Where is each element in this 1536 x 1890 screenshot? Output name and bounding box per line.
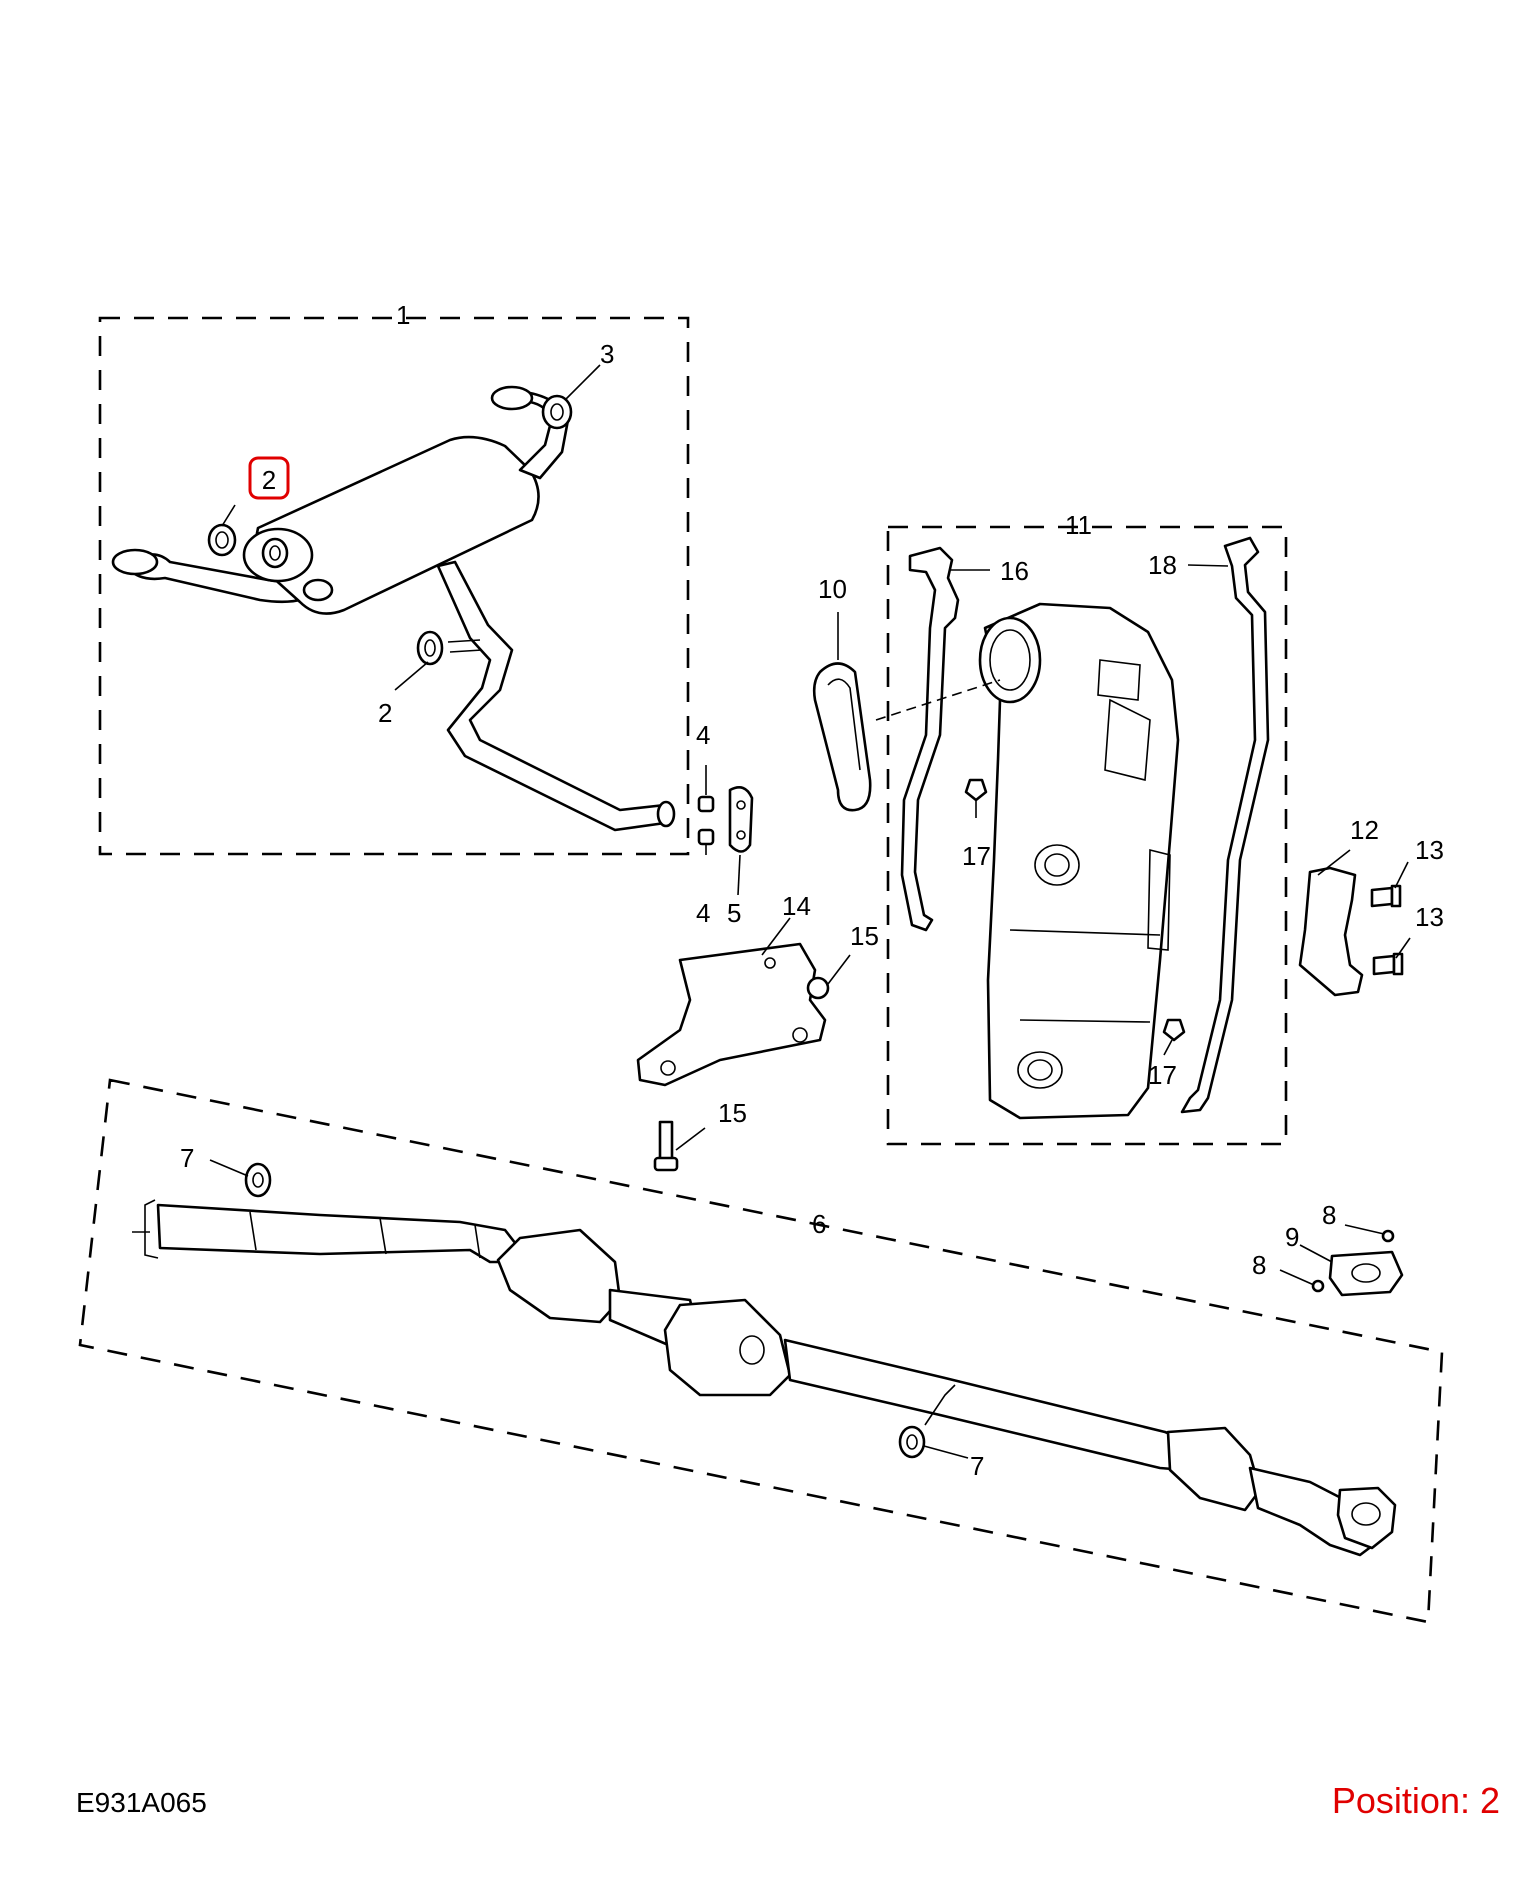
rear-muffler-assembly[interactable]: [111, 385, 676, 832]
shield-bolt-lower[interactable]: [653, 1120, 679, 1172]
callout-8-lower[interactable]: 8: [1252, 1250, 1266, 1280]
leader-lines: [209, 364, 1411, 1459]
flange-gasket[interactable]: [728, 786, 754, 853]
callout-18[interactable]: 18: [1148, 550, 1177, 580]
callout-3[interactable]: 3: [600, 339, 614, 369]
front-pipe-catalytic-converter[interactable]: [132, 1199, 1397, 1557]
shield-bolt-upper[interactable]: [806, 976, 830, 1000]
callout-14[interactable]: 14: [782, 891, 811, 921]
bracket-bolt-upper[interactable]: [1370, 884, 1402, 908]
pressure-sensor-pipe-left[interactable]: [900, 546, 960, 932]
diesel-particulate-filter[interactable]: [978, 602, 1180, 1120]
callout-15-upper[interactable]: 15: [850, 921, 879, 951]
callout-16[interactable]: 16: [1000, 556, 1029, 586]
filter-gasket[interactable]: [812, 662, 872, 812]
heat-shield-bracket[interactable]: [636, 942, 827, 1087]
callout-4-upper[interactable]: 4: [696, 720, 710, 750]
callout-12[interactable]: 12: [1350, 815, 1379, 845]
callout-5[interactable]: 5: [727, 898, 741, 928]
position-readout: Position: 2: [1331, 1780, 1500, 1821]
group-frame-rear-muffler: [98, 316, 690, 856]
nut-upper[interactable]: [697, 795, 715, 813]
callout-1[interactable]: 1: [396, 300, 410, 330]
rubber-insulator-lower[interactable]: [416, 630, 444, 666]
callout-2[interactable]: 2: [378, 698, 392, 728]
callout-8-upper[interactable]: 8: [1322, 1200, 1336, 1230]
callout-17-lower[interactable]: 17: [1148, 1060, 1177, 1090]
drawing-id: E931A065: [76, 1787, 207, 1818]
flange-nut-upper[interactable]: [1381, 1229, 1395, 1243]
sensor-pipe-nut-upper[interactable]: [964, 778, 988, 802]
callout-9[interactable]: 9: [1285, 1222, 1299, 1252]
pressure-sensor-pipe-right[interactable]: [1180, 536, 1270, 1114]
callout-10[interactable]: 10: [818, 574, 847, 604]
callout-4-lower[interactable]: 4: [696, 898, 710, 928]
mounting-bracket[interactable]: [1298, 866, 1364, 997]
callout-7-right[interactable]: 7: [970, 1451, 984, 1481]
flange-gasket-front[interactable]: [1328, 1250, 1404, 1297]
group-frame-front-pipe: [78, 1078, 1444, 1624]
callout-13-upper[interactable]: 13: [1415, 835, 1444, 865]
bracket-bolt-lower[interactable]: [1372, 952, 1404, 976]
rubber-insulator-right[interactable]: [541, 394, 573, 430]
front-pipe-insulator-left[interactable]: [244, 1162, 272, 1198]
callout-15-lower[interactable]: 15: [718, 1098, 747, 1128]
flange-nut-lower[interactable]: [1311, 1279, 1325, 1293]
callout-13-lower[interactable]: 13: [1415, 902, 1444, 932]
sensor-pipe-nut-lower[interactable]: [1162, 1018, 1186, 1042]
front-pipe-insulator-right[interactable]: [898, 1384, 956, 1459]
callout-2-highlighted[interactable]: 2: [262, 465, 276, 495]
nut-lower[interactable]: [697, 828, 715, 846]
callout-17-upper[interactable]: 17: [962, 841, 991, 871]
callout-7-left[interactable]: 7: [180, 1143, 194, 1173]
selected-callout-highlight: [248, 456, 290, 500]
callout-6[interactable]: 6: [812, 1209, 826, 1239]
rubber-insulator-upper[interactable]: [207, 523, 289, 569]
callout-11[interactable]: 11: [1065, 510, 1092, 540]
